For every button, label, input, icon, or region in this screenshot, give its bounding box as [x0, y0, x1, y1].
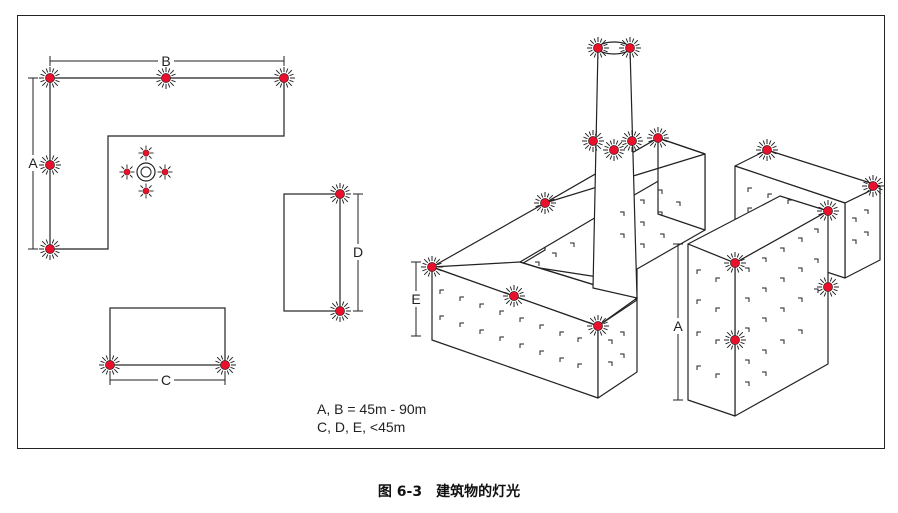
isometric-l-building	[431, 137, 706, 399]
obstruction-light	[816, 199, 840, 223]
obstruction-light	[646, 126, 670, 150]
obstruction-light	[533, 191, 557, 215]
isometric-building-front	[687, 195, 829, 417]
obstruction-light	[98, 353, 122, 377]
obstruction-light	[420, 255, 444, 279]
l-shaped-building-plan	[49, 77, 285, 250]
note-line-1: A, B = 45m - 90m	[317, 401, 426, 417]
dimension-c-label: C	[161, 372, 171, 388]
dimension-b-label-bg	[158, 53, 174, 67]
obstruction-light	[154, 66, 178, 90]
narrow-building-plan	[283, 193, 341, 312]
figure-caption: 图 6-3 建筑物的灯光	[0, 481, 898, 501]
obstruction-light	[620, 129, 644, 153]
dimension-a-building-label-bg	[670, 318, 686, 334]
obstruction-light	[586, 36, 610, 60]
figure-number: 图 6-3	[377, 484, 423, 500]
chimney-plan	[119, 145, 173, 199]
obstruction-light	[213, 353, 237, 377]
dimension-b-label: B	[161, 53, 170, 69]
obstruction-light	[272, 66, 296, 90]
dimension-a-label: A	[28, 155, 38, 171]
dimension-a-label-bg	[25, 155, 41, 171]
obstruction-light	[755, 138, 779, 162]
obstruction-light	[38, 66, 62, 90]
dimension-d-label-bg	[350, 244, 366, 260]
obstruction-light	[581, 129, 605, 153]
obstruction-light	[723, 251, 747, 275]
obstruction-light	[38, 153, 62, 177]
wide-building-plan	[109, 307, 226, 366]
obstruction-light	[38, 237, 62, 261]
obstruction-light	[586, 314, 610, 338]
obstruction-light	[502, 284, 526, 308]
obstruction-light	[723, 328, 747, 352]
dimension-e-label: E	[411, 291, 420, 307]
chimney	[592, 41, 638, 299]
dimension-a-building-label: A	[673, 318, 683, 334]
obstruction-light	[602, 138, 626, 162]
dimension-d-label: D	[353, 244, 363, 260]
obstruction-light	[328, 182, 352, 206]
obstruction-light	[861, 174, 885, 198]
obstruction-light	[618, 36, 642, 60]
dimension-c-label-bg	[158, 372, 174, 388]
dimension-e-label-bg	[408, 291, 424, 307]
figure-title: 建筑物的灯光	[436, 484, 521, 500]
note-line-2: C, D, E, <45m	[317, 419, 405, 435]
obstruction-light	[328, 299, 352, 323]
obstruction-light	[816, 275, 840, 299]
